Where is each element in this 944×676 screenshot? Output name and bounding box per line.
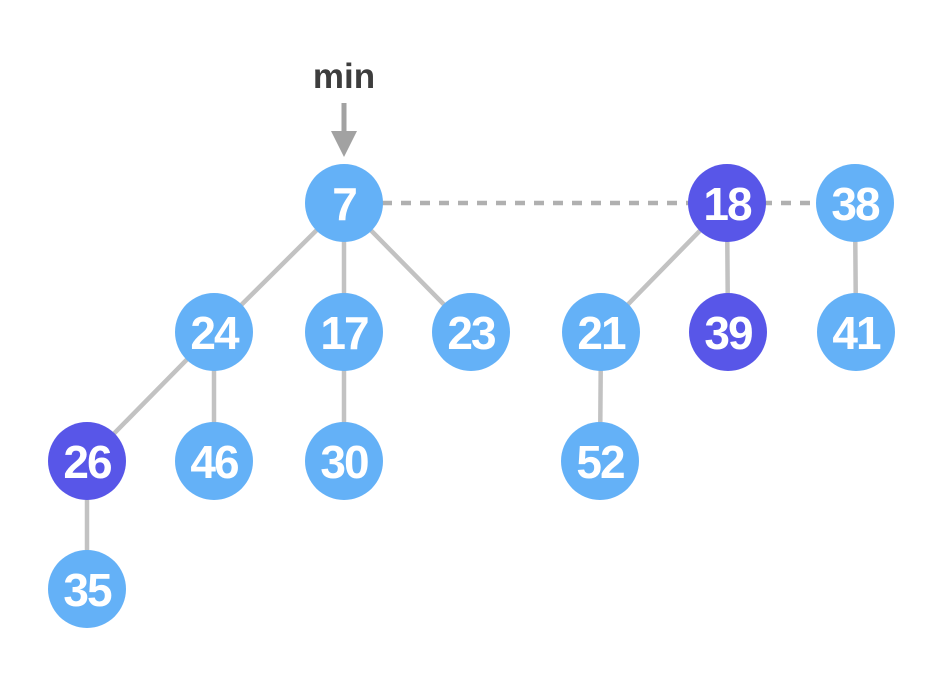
node-7-label: 7 bbox=[332, 178, 356, 230]
node-17-label: 17 bbox=[320, 307, 368, 359]
node-52-label: 52 bbox=[576, 436, 624, 488]
node-26-label: 26 bbox=[63, 436, 111, 488]
min-arrow-head-icon bbox=[331, 131, 357, 157]
node-21-label: 21 bbox=[577, 307, 626, 359]
node-26: 26 bbox=[48, 422, 126, 500]
node-35-label: 35 bbox=[63, 564, 112, 616]
node-39: 39 bbox=[689, 293, 767, 371]
node-18-label: 18 bbox=[703, 178, 752, 230]
node-39-label: 39 bbox=[704, 307, 752, 359]
node-24-circle bbox=[175, 293, 253, 371]
node-21: 21 bbox=[562, 293, 640, 371]
node-41: 41 bbox=[817, 293, 895, 371]
node-23-label: 23 bbox=[447, 307, 495, 359]
node-17-circle bbox=[305, 293, 383, 371]
min-pointer-label: min bbox=[313, 57, 375, 96]
node-17: 17 bbox=[305, 293, 383, 371]
node-30-label: 30 bbox=[320, 436, 368, 488]
node-7-circle bbox=[305, 164, 383, 242]
node-52-circle bbox=[561, 422, 639, 500]
node-18: 18 bbox=[688, 164, 766, 242]
node-18-circle bbox=[688, 164, 766, 242]
node-24: 24 bbox=[175, 293, 253, 371]
min-pointer: min bbox=[313, 57, 375, 157]
node-39-circle bbox=[689, 293, 767, 371]
node-24-label: 24 bbox=[190, 307, 240, 359]
node-52: 52 bbox=[561, 422, 639, 500]
node-46-label: 46 bbox=[190, 436, 238, 488]
node-35: 35 bbox=[48, 550, 126, 628]
node-26-circle bbox=[48, 422, 126, 500]
node-7: 7 bbox=[305, 164, 383, 242]
node-46: 46 bbox=[175, 422, 253, 500]
node-21-circle bbox=[562, 293, 640, 371]
node-41-circle bbox=[817, 293, 895, 371]
node-30-circle bbox=[305, 422, 383, 500]
node-46-circle bbox=[175, 422, 253, 500]
node-23-circle bbox=[432, 293, 510, 371]
node-38: 38 bbox=[816, 164, 894, 242]
tree-edges bbox=[84, 200, 859, 592]
node-38-circle bbox=[816, 164, 894, 242]
node-35-circle bbox=[48, 550, 126, 628]
node-23: 23 bbox=[432, 293, 510, 371]
node-41-label: 41 bbox=[832, 307, 881, 359]
node-30: 30 bbox=[305, 422, 383, 500]
node-38-label: 38 bbox=[831, 178, 880, 230]
